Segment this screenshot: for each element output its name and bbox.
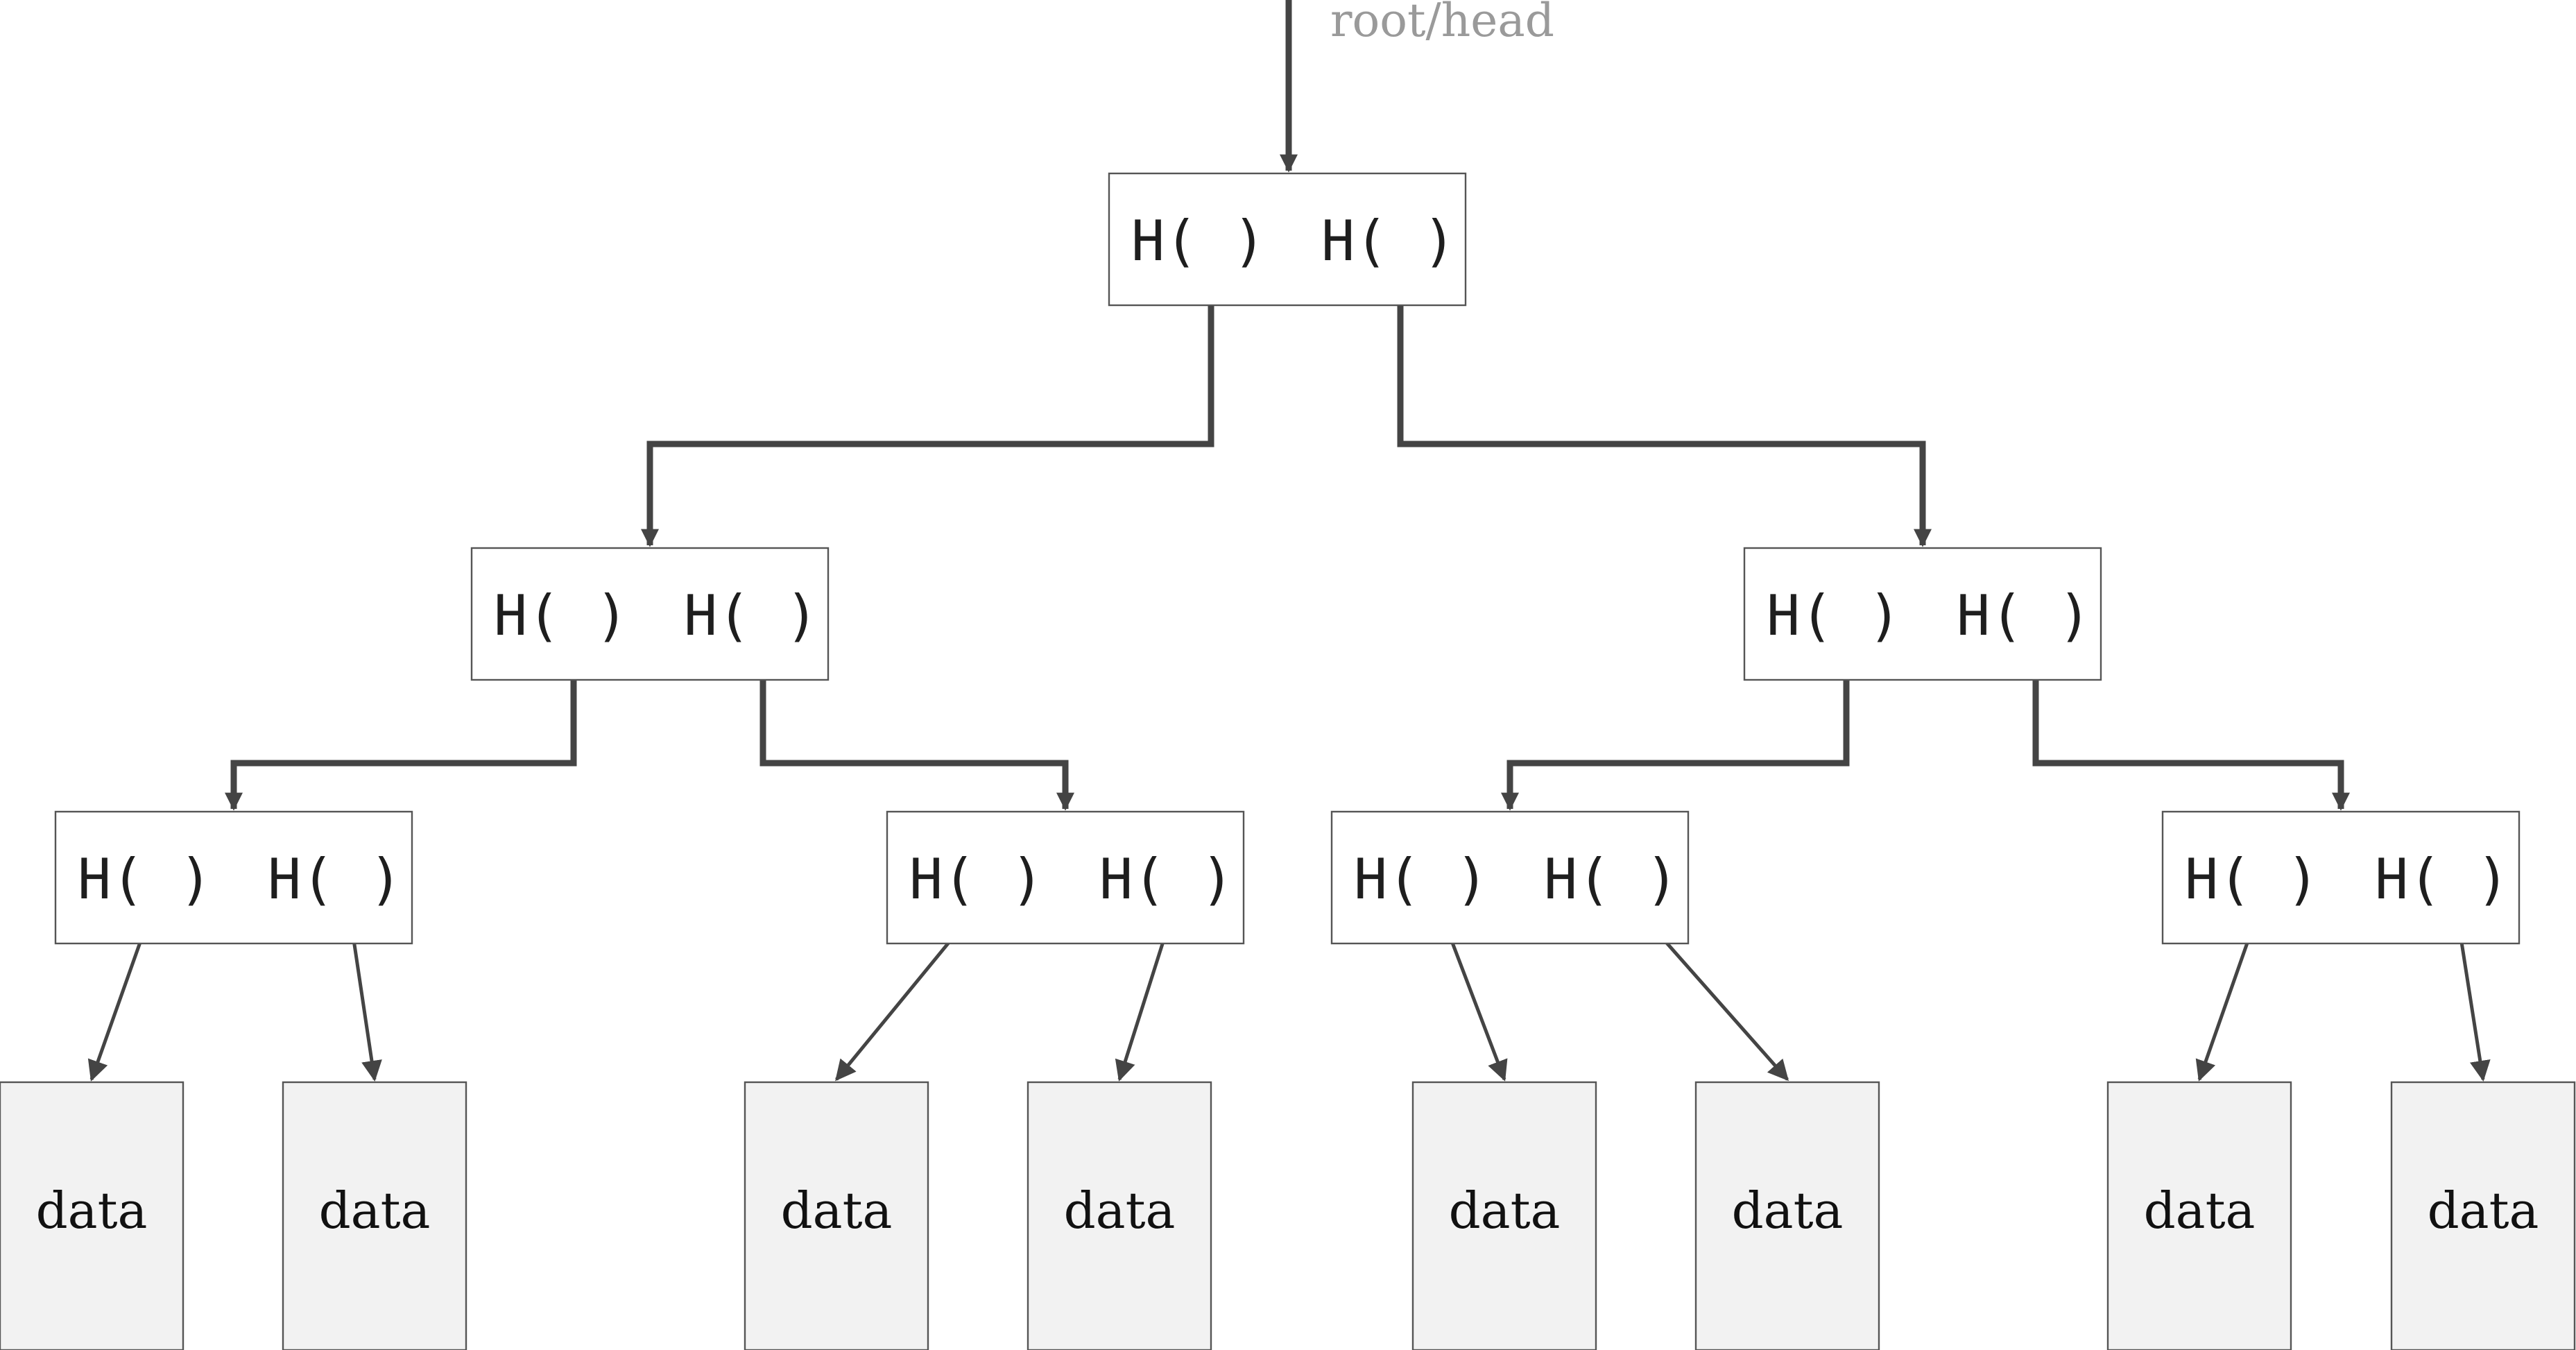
data-leaf-label: data: [1732, 1181, 1844, 1240]
data-leaf-box: [1694, 1081, 1880, 1350]
hash-label: H(: [1767, 583, 1833, 648]
hash-close-paren: ): [179, 847, 212, 912]
nodes-layer: H()H()H()H()H()H()H()H()H()H()H()H()H()H…: [54, 172, 2521, 945]
hash-node-box: [1743, 547, 2102, 681]
data-leaf-box: [1411, 1081, 1597, 1350]
data-leaf: data: [2390, 1081, 2576, 1350]
child-pointer-edge: [759, 623, 1074, 811]
hash-label: H(: [1544, 847, 1611, 912]
hash-label: H(: [1957, 583, 2023, 648]
hash-label: H(: [2185, 847, 2251, 912]
hash-label: H(: [2375, 847, 2441, 912]
data-leaf-label: data: [1449, 1181, 1561, 1240]
hash-label: H(: [268, 847, 334, 912]
hash-close-paren: ): [785, 583, 818, 648]
hash-node-box: [1330, 810, 1690, 945]
data-leaf: data: [1411, 1081, 1597, 1350]
data-leaf: data: [0, 1081, 184, 1350]
data-leaf-label: data: [1064, 1181, 1176, 1240]
hash-label: H(: [78, 847, 144, 912]
hash-node-box: [2161, 810, 2521, 945]
hash-close-paren: ): [1645, 847, 1678, 912]
hash-close-paren: ): [595, 583, 628, 648]
hash-node: H() H(): [1330, 810, 1690, 945]
hash-label: H(: [1131, 209, 1198, 273]
leaves-layer: data data data data data data data data: [0, 1081, 2576, 1350]
child-pointer-edge: [1501, 623, 1850, 811]
hash-node: H() H(): [886, 810, 1245, 945]
hash-close-paren: ): [1868, 583, 1901, 648]
hash-node-box: [54, 810, 413, 945]
data-leaf-box: [0, 1081, 184, 1350]
root-head-label: root/head: [1330, 0, 1554, 47]
hash-label: H(: [494, 583, 560, 648]
hash-label: H(: [1321, 209, 1388, 273]
data-leaf-box: [1027, 1081, 1212, 1350]
hash-close-paren: ): [2286, 847, 2319, 912]
data-leaf: data: [2106, 1081, 2292, 1350]
data-leaf: data: [744, 1081, 929, 1350]
hash-label: H(: [1099, 847, 1166, 912]
hash-node: H() H(): [470, 547, 830, 681]
data-leaf: data: [282, 1081, 467, 1350]
child-pointer-edge: [641, 248, 1214, 547]
hash-close-paren: ): [369, 847, 402, 912]
data-leaf: data: [1027, 1081, 1212, 1350]
hash-label: H(: [1354, 847, 1420, 912]
data-leaf-label: data: [781, 1181, 893, 1240]
hash-node: H() H(): [1743, 547, 2102, 681]
hash-label: H(: [909, 847, 976, 912]
hash-close-paren: ): [2058, 583, 2091, 648]
data-leaf-label: data: [2144, 1181, 2256, 1240]
hash-close-paren: ): [1423, 209, 1456, 273]
child-pointer-edge: [1397, 248, 1932, 547]
hash-node-box: [886, 810, 1245, 945]
data-leaf-label: data: [319, 1181, 431, 1240]
data-leaf-box: [2390, 1081, 2576, 1350]
data-leaf-box: [744, 1081, 929, 1350]
data-leaf-box: [2106, 1081, 2292, 1350]
hash-node: H() H(): [2161, 810, 2521, 945]
hash-close-paren: ): [1201, 847, 1234, 912]
edges-layer: [87, 0, 2491, 1082]
hash-node: H() H(): [1108, 172, 1467, 307]
data-leaf-label: data: [2428, 1181, 2539, 1240]
hash-node: H() H(): [54, 810, 413, 945]
data-leaf-label: data: [36, 1181, 148, 1240]
hash-node-box: [1108, 172, 1467, 307]
child-pointer-edge: [2032, 623, 2350, 811]
hash-close-paren: ): [1455, 847, 1488, 912]
hash-close-paren: ): [1011, 847, 1044, 912]
child-pointer-edge: [225, 623, 577, 811]
hash-close-paren: ): [2476, 847, 2509, 912]
hash-node-box: [470, 547, 830, 681]
hash-close-paren: ): [1233, 209, 1266, 273]
hash-label: H(: [684, 583, 750, 648]
data-leaf-box: [282, 1081, 467, 1350]
data-leaf: data: [1694, 1081, 1880, 1350]
